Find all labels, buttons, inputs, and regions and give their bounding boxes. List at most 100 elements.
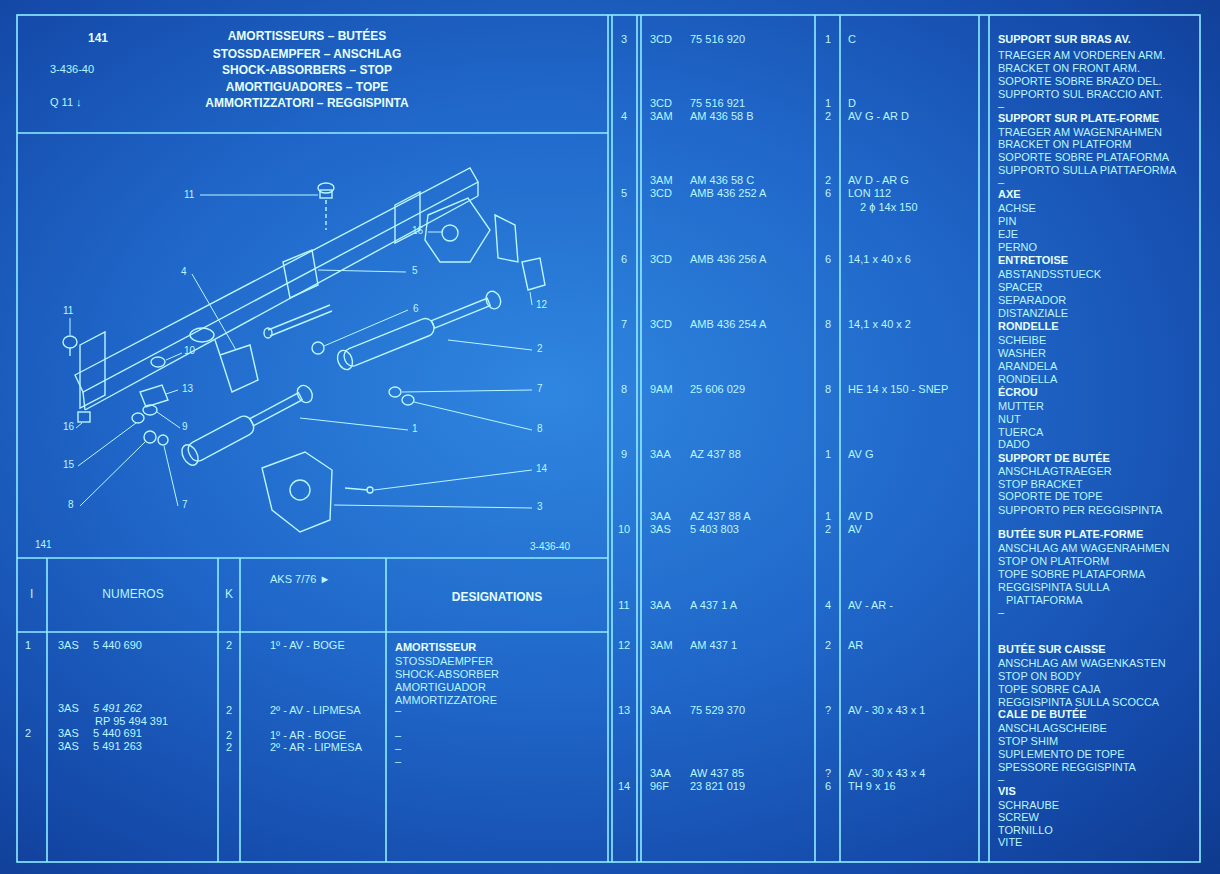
table-cell: 3CD [650,33,672,46]
table-cell: 2 ϕ 14x 150 [860,201,918,214]
table-cell: 9 [621,448,627,461]
table-cell: 25 606 029 [690,383,745,396]
table-cell: PIN [998,215,1016,228]
table-cell: 3AA [650,510,671,523]
table-cell: TH 9 x 16 [848,780,896,793]
table-grid [17,15,1200,862]
table-cell: AV - AR - [848,599,893,612]
heading-text: ENTRETOISE [998,254,1068,267]
table-cell: 1º - AR - BOGE [270,729,346,742]
table-cell: TUERCA [998,426,1043,439]
table-cell: – [395,755,401,768]
callout-number: 15 [63,459,74,471]
callout-number: 4 [181,266,187,278]
table-cell: 2 [825,174,831,187]
table-cell: HE 14 x 150 - SNEP [848,383,948,396]
table-cell: ANSCHLAG AM WAGENKASTEN [998,657,1166,670]
table-cell: 10 [618,523,630,536]
heading-text: STOSSDAEMPFER – ANSCHLAG [213,47,402,61]
table-cell: 3AS [58,740,79,753]
table-cell: AZ 437 88 [690,448,741,461]
table-cell: SUPPORTO SULLA PIATTAFORMA [998,164,1176,177]
table-cell: 13 [618,704,630,717]
table-cell: ACHSE [998,202,1036,215]
table-cell: AKS 7/76 ► [270,573,330,586]
table-cell: 2 [226,741,232,754]
table-cell: – [998,100,1004,113]
callout-number: 11 [184,189,194,201]
table-cell: 3AA [650,599,671,612]
table-cell: – [395,742,401,755]
table-cell: I [30,587,33,601]
callout-number: 13 [182,383,193,395]
table-cell: ABSTANDSSTUECK [998,268,1101,281]
table-cell: STOP ON PLATFORM [998,555,1109,568]
table-cell: 5 [621,187,627,200]
table-cell: ANSCHLAGSCHEIBE [998,722,1107,735]
table-cell: 9AM [650,383,673,396]
table-cell: AV [848,523,862,536]
callout-number: 16 [63,421,74,433]
table-cell: TOPE SOBRE CAJA [998,683,1101,696]
table-cell: 2 [226,704,232,717]
table-cell: AV G [848,448,873,461]
table-cell: 3AS [58,702,79,715]
table-cell: – [998,606,1004,619]
table-cell: 2 [25,727,31,740]
table-cell: SPESSORE REGGISPINTA [998,761,1136,774]
table-cell: 2 [825,110,831,123]
table-cell: 8 [825,383,831,396]
heading-text: RONDELLE [998,320,1059,333]
table-cell: D [848,97,856,110]
table-cell: AMB 436 256 A [690,253,766,266]
table-cell: A 437 1 A [690,599,737,612]
table-cell: SHOCK-ABSORBER [395,668,499,681]
table-cell: 1 [825,97,831,110]
table-cell: SCHRAUBE [998,799,1059,812]
table-cell: STOP BRACKET [998,478,1083,491]
heading-text: BUTÉE SUR CAISSE [998,643,1106,656]
callout-number: 7 [182,499,188,511]
table-cell: SUPPORTO SUL BRACCIO ANT. [998,88,1163,101]
table-cell: SEPARADOR [998,294,1066,307]
table-cell: 2 [226,639,232,652]
table-cell: 75 516 920 [690,33,745,46]
table-cell: Q 11 ↓ [50,96,82,109]
table-cell: 3AM [650,110,673,123]
table-cell: 1 [25,639,31,652]
table-cell: REGGISPINTA SULLA [998,581,1110,594]
heading-text: AMORTISSEUR [395,641,476,654]
table-cell: 6 [825,253,831,266]
table-cell: AV D - AR G [848,174,909,187]
callout-number: 11 [63,305,73,317]
table-cell: 5 403 803 [690,523,739,536]
table-cell: 2º - AV - LIPMESA [270,704,361,717]
table-cell: 2 [226,729,232,742]
leader-lines [70,195,532,508]
heading-text: DESIGNATIONS [452,590,542,604]
table-cell: SOPORTE SOBRE PLATAFORMA [998,151,1169,164]
table-cell: 8 [621,383,627,396]
table-cell: SOPORTE SOBRE BRAZO DEL. [998,75,1162,88]
table-cell: STOSSDAEMPFER [395,655,493,668]
heading-text: SUPPORT DE BUTÉE [998,452,1110,465]
table-cell: AV D [848,510,873,523]
table-cell: – [395,729,401,742]
table-cell: TRAEGER AM VORDEREN ARM. [998,49,1165,62]
table-cell: AM 437 1 [690,639,737,652]
heading-text: VIS [998,785,1016,798]
table-cell: STOP SHIM [998,735,1058,748]
table-cell: 3CD [650,318,672,331]
callout-number: 6 [413,303,419,315]
table-cell: WASHER [998,347,1046,360]
table-cell: AV - 30 x 43 x 4 [848,767,925,780]
table-cell: NUT [998,413,1021,426]
table-cell: 75 529 370 [690,704,745,717]
heading-text: ÉCROU [998,386,1038,399]
table-cell: 7 [621,318,627,331]
table-cell: – [998,773,1004,786]
table-cell: 5 440 690 [93,639,142,652]
table-cell: – [998,176,1004,189]
table-cell: AV - 30 x 43 x 1 [848,704,925,717]
frame-rail [75,168,478,392]
